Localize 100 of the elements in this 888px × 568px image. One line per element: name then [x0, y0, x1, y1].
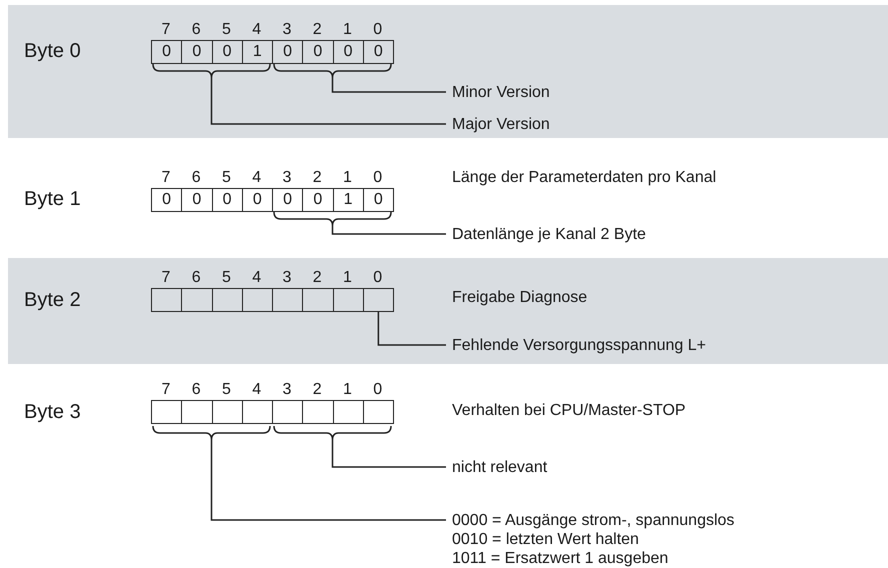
bit-box — [181, 40, 212, 64]
bit-number: 3 — [282, 269, 292, 287]
bit-box — [212, 288, 243, 312]
byte-label: Byte 3 — [24, 400, 81, 424]
bit-box — [332, 288, 364, 312]
bit-number: 2 — [312, 381, 323, 399]
bit-box — [181, 188, 212, 212]
bit-number: 7 — [160, 381, 172, 399]
bit-box — [212, 188, 243, 212]
bit-box — [302, 288, 334, 312]
bit-box — [302, 188, 334, 212]
leader-line — [210, 78, 446, 125]
bit-box — [362, 40, 394, 64]
field-title: Länge der Parameterdaten pro Kanal — [452, 168, 716, 188]
bit-number: 3 — [282, 381, 292, 399]
bit-box — [181, 288, 212, 312]
description-line: 1011 = Ersatzwert 1 ausgeben — [452, 548, 670, 568]
leader-line — [378, 312, 446, 346]
byte-label: Byte 1 — [24, 187, 81, 211]
curly-brace — [273, 426, 392, 441]
bit-number: 4 — [251, 269, 262, 287]
bit-value: 0 — [192, 191, 202, 208]
description-line: 0010 = letzten Wert halten — [452, 530, 640, 548]
bit-number: 0 — [372, 269, 384, 287]
curly-brace — [152, 426, 271, 441]
leader-line — [332, 226, 446, 235]
bit-number: 2 — [312, 21, 323, 39]
bit-box — [302, 40, 334, 64]
leader-line — [332, 78, 446, 93]
bit-number: 6 — [190, 169, 202, 187]
leader-line — [332, 440, 446, 468]
bit-box — [272, 40, 304, 64]
bit-value: 0 — [162, 191, 172, 208]
bit-box — [362, 288, 394, 312]
bit-box — [181, 400, 212, 424]
bit-box — [272, 188, 304, 212]
description-text: Datenlänge je Kanal 2 Byte — [446, 224, 646, 244]
bit-value: 0 — [374, 191, 383, 208]
byte-label: Byte 0 — [24, 39, 81, 63]
description-text: Minor Version — [446, 82, 550, 102]
bit-box — [362, 188, 394, 212]
bit-value: 0 — [252, 191, 262, 208]
bit-box — [151, 400, 182, 424]
bit-value: 0 — [222, 191, 232, 208]
bit-box — [151, 288, 182, 312]
field-title: Verhalten bei CPU/Master-STOP — [452, 401, 686, 421]
bit-box — [212, 400, 243, 424]
bit-number: 5 — [221, 21, 232, 39]
bit-value: 0 — [283, 191, 292, 208]
bit-box — [151, 40, 182, 64]
bit-number: 4 — [251, 381, 262, 399]
bit-number: 5 — [221, 269, 232, 287]
curly-brace — [273, 64, 392, 79]
bit-box — [332, 40, 364, 64]
leader-line — [210, 440, 446, 521]
curly-brace — [273, 212, 392, 227]
bit-number: 2 — [312, 169, 323, 187]
bit-box — [242, 188, 273, 212]
bit-box — [212, 40, 243, 64]
bit-number: 0 — [372, 169, 384, 187]
description-text: nicht relevant — [446, 458, 548, 476]
bit-number: 1 — [342, 381, 353, 399]
bit-box — [242, 40, 273, 64]
bit-value: 0 — [374, 43, 383, 60]
description-text: Major Version — [446, 114, 550, 134]
bit-value: 0 — [162, 43, 172, 60]
bit-number: 6 — [190, 381, 202, 399]
description-line: 0000 = Ausgänge strom-, spannungslos — [452, 510, 734, 530]
bit-box — [332, 188, 364, 212]
bit-value: 1 — [344, 191, 353, 208]
bit-value: 0 — [192, 43, 202, 60]
bit-number: 0 — [372, 381, 384, 399]
bit-box — [332, 400, 364, 424]
bit-number: 5 — [221, 169, 232, 187]
bit-number: 1 — [342, 169, 353, 187]
bit-number: 2 — [312, 269, 323, 287]
bit-number: 4 — [251, 21, 262, 39]
bit-box — [151, 188, 182, 212]
bit-box — [302, 400, 334, 424]
bit-number: 0 — [372, 21, 384, 39]
bit-number: 6 — [190, 21, 202, 39]
description-text: Fehlende Versorgungsspannung L+ — [446, 336, 706, 354]
bit-number: 6 — [190, 269, 202, 287]
bit-box — [362, 400, 394, 424]
bit-value: 0 — [313, 191, 322, 208]
bit-value: 0 — [222, 43, 232, 60]
bit-value: 0 — [344, 43, 353, 60]
bit-number: 1 — [342, 269, 353, 287]
bit-number: 7 — [160, 169, 172, 187]
bit-value: 0 — [283, 43, 292, 60]
bit-box — [242, 400, 273, 424]
bit-number: 4 — [251, 169, 262, 187]
bit-number: 7 — [160, 21, 172, 39]
curly-brace — [152, 64, 271, 79]
bit-number: 1 — [342, 21, 353, 39]
bit-value: 1 — [252, 43, 262, 60]
bit-number: 3 — [282, 21, 292, 39]
field-title: Freigabe Diagnose — [452, 288, 588, 308]
byte-label: Byte 2 — [24, 288, 81, 312]
bit-box — [272, 288, 304, 312]
